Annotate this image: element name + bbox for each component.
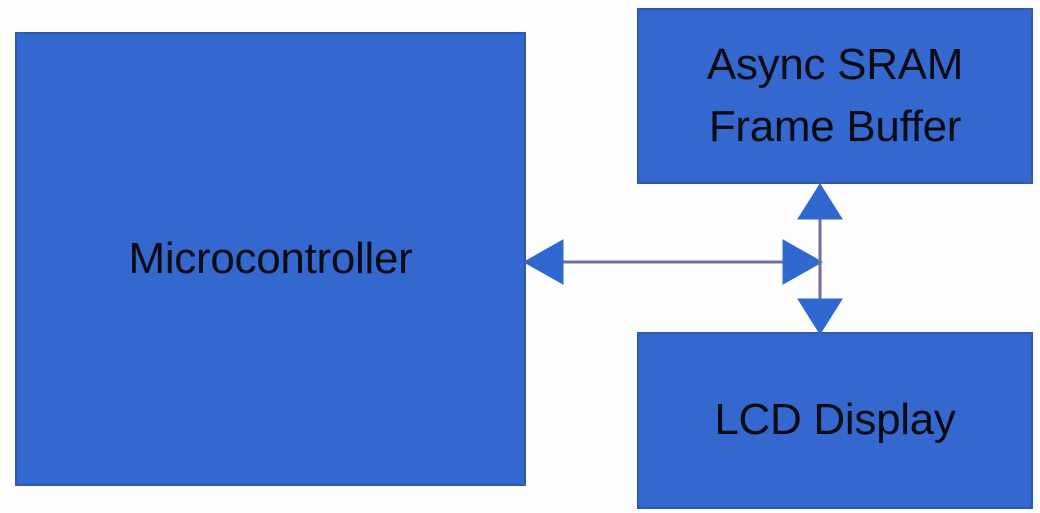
arrowhead-up-icon: [797, 183, 843, 220]
connector-horizontal-double-arrow[interactable]: [522, 239, 824, 285]
block-lcd-display[interactable]: LCD Display: [637, 332, 1033, 509]
block-microcontroller-label: Microcontroller: [128, 233, 413, 283]
block-async-sram-frame-buffer[interactable]: Async SRAM Frame Buffer: [637, 8, 1033, 184]
arrowhead-left-icon: [522, 239, 564, 285]
arrowhead-right-icon: [782, 239, 824, 285]
block-microcontroller[interactable]: Microcontroller: [15, 32, 526, 486]
block-lcd-display-label: LCD Display: [714, 395, 956, 445]
block-async-sram-frame-buffer-label: Async SRAM Frame Buffer: [706, 39, 964, 151]
arrowhead-down-icon: [797, 298, 843, 335]
connector-vertical-double-arrow[interactable]: [797, 183, 843, 335]
